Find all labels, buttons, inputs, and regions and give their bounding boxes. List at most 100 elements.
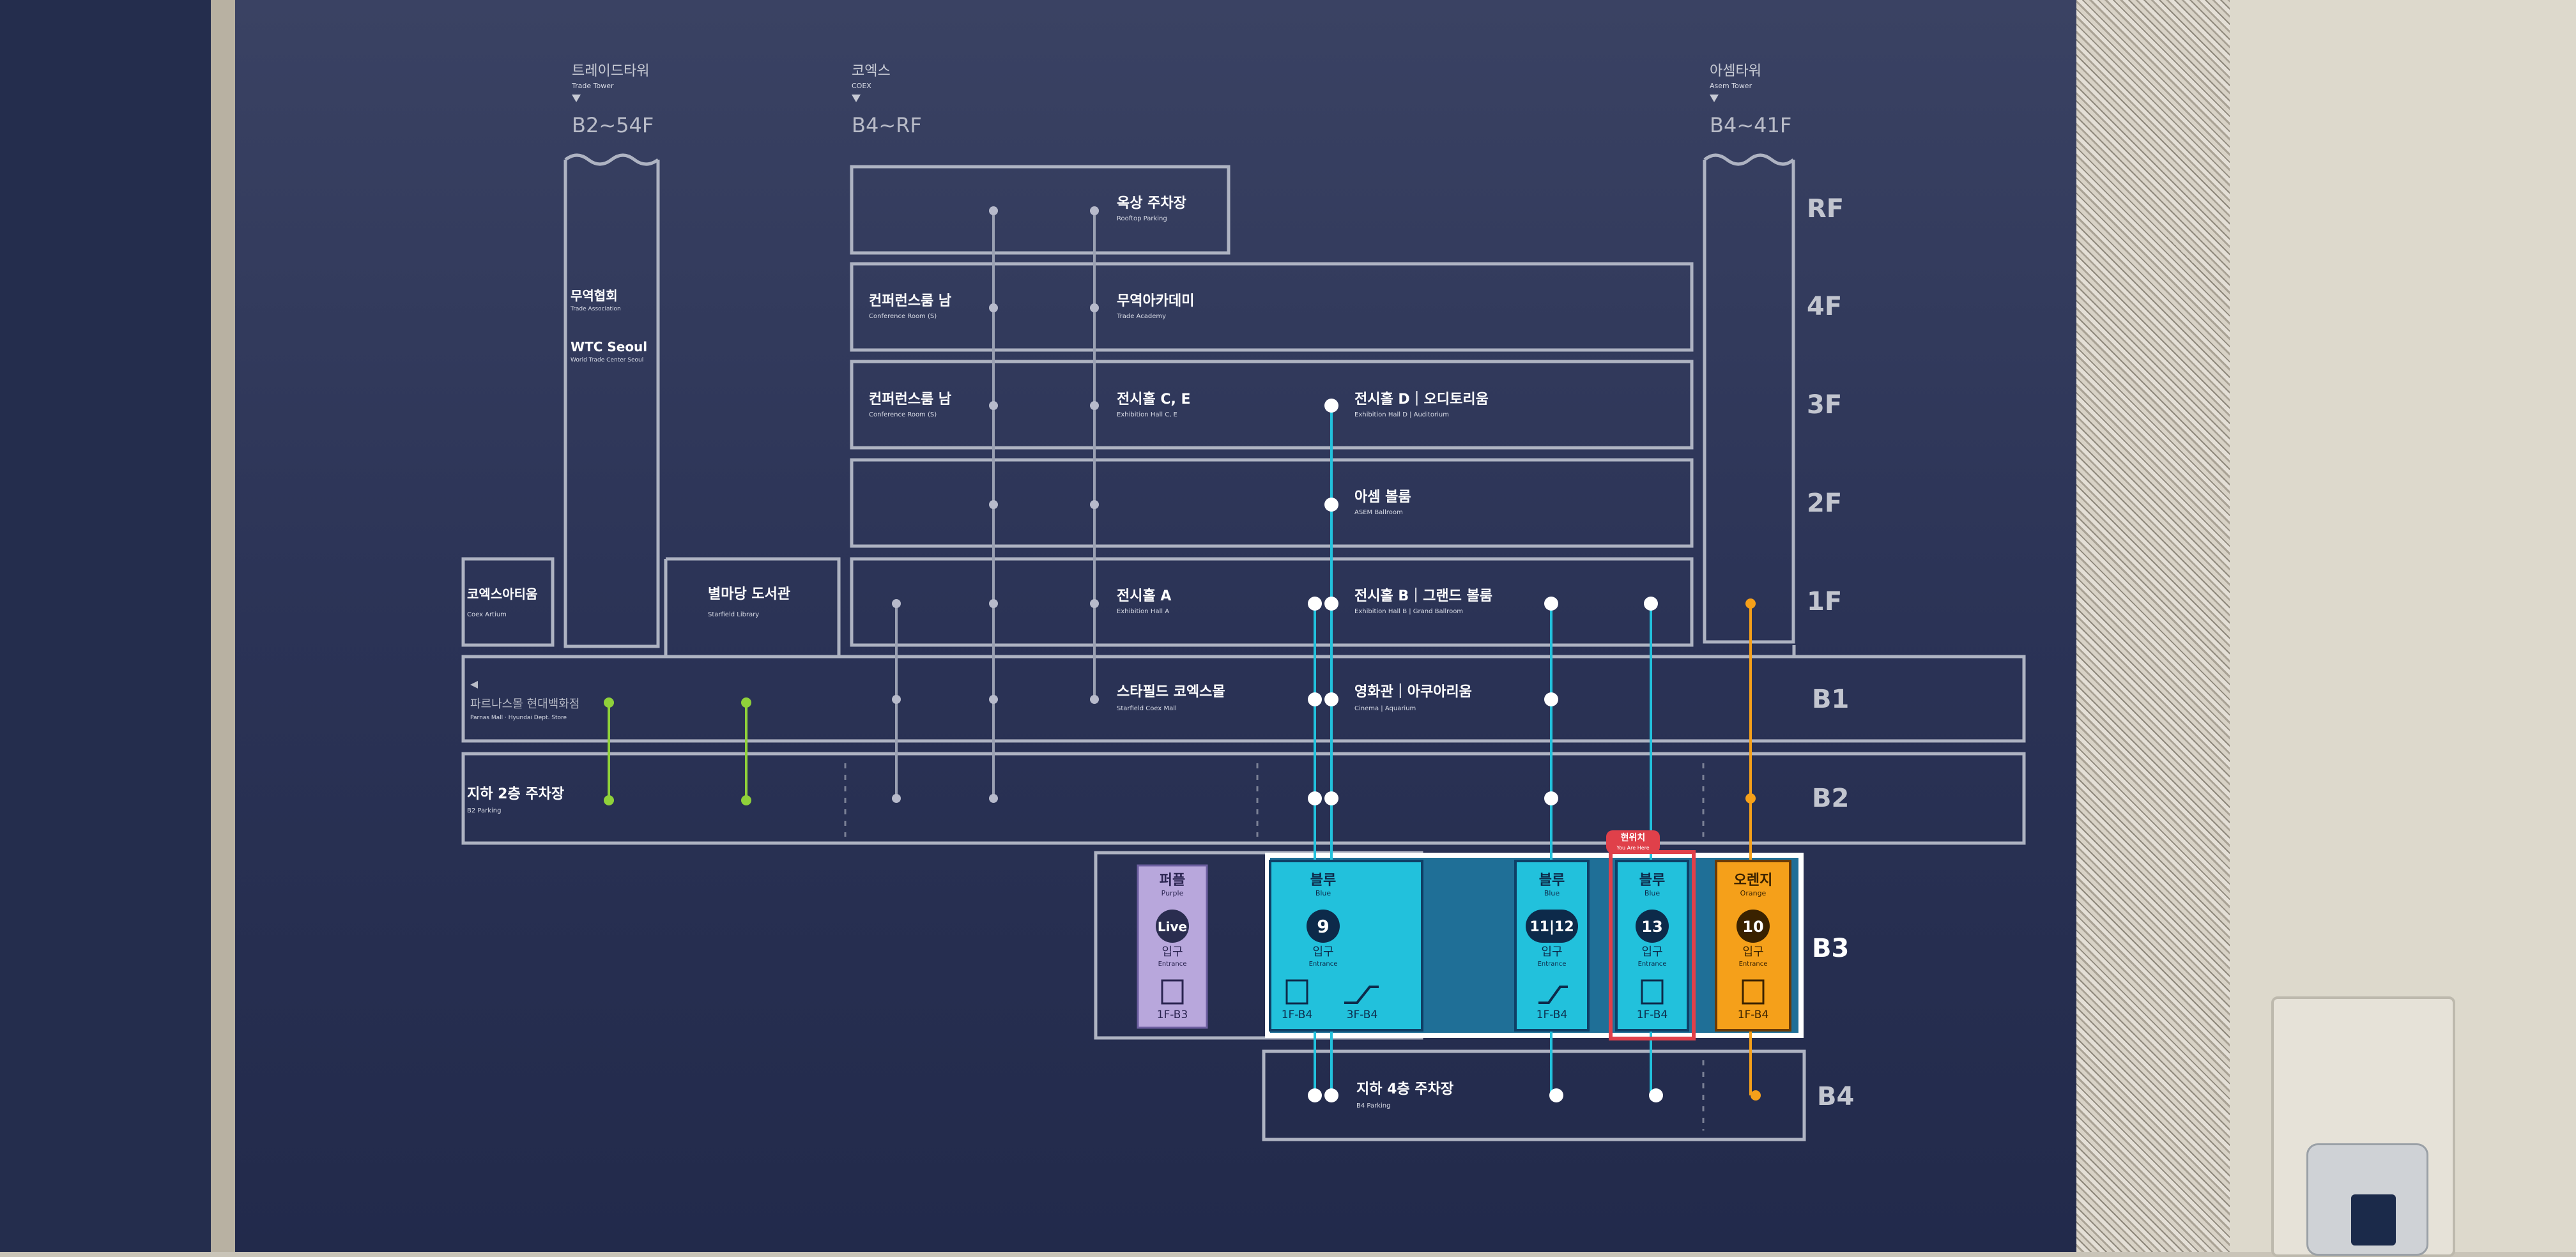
separators [844,763,1705,1131]
floor-labels: RF 4F 3F 2F 1F B1 B2 B3 B4 [1807,194,1854,1111]
svg-text:Entrance: Entrance [1538,961,1567,968]
svg-text:Entrance: Entrance [1158,961,1187,968]
svg-text:Entrance: Entrance [1309,961,1338,968]
escalator-icon [1344,986,1379,1004]
coex-floor-map: 트레이드타워 Trade Tower B2~54F 코엑스 COEX B4~RF… [235,0,2076,1252]
hall-d: 전시홀 D｜오디토리움 [1354,391,1489,408]
tower-asem: 아셈타워 Asem Tower B4~41F [1710,63,1791,137]
coex-artium: 코엑스아티움 [467,586,537,602]
entrance-purple-number: Live [1158,919,1187,934]
b2-parking: 지하 2층 주차장 [467,786,564,802]
svg-text:블루: 블루 [1639,872,1665,888]
connector-nodes [604,206,1761,1102]
wtc-seoul: WTC Seoul [571,339,647,354]
svg-text:Coex Artium: Coex Artium [467,611,507,618]
hall-a: 전시홀 A [1117,588,1171,604]
tower-trade: 트레이드타워 Trade Tower B2~54F [571,63,654,137]
entrance-11-12-number: 11|12 [1529,919,1574,935]
place-labels: 옥상 주차장 Rooftop Parking 컨퍼런스룸 남 Conferenc… [467,195,1492,1109]
floor-b4: B4 [1817,1082,1854,1111]
escalator-icon [1538,986,1568,1004]
left-arrow-icon [470,681,478,689]
tower-trade-name: 트레이드타워 [572,63,649,79]
b1-floor [461,655,2026,743]
svg-text:Starfield Coex Mall: Starfield Coex Mall [1117,705,1177,712]
svg-text:Parnas Mall · Hyundai Dept. St: Parnas Mall · Hyundai Dept. Store [470,715,567,721]
svg-text:입구: 입구 [1312,945,1333,959]
elevator-icon [1641,979,1664,1005]
entrance-orange-10: 오렌지 Orange 10 입구 Entrance 1F-B4 [1715,860,1791,1032]
svg-text:Entrance: Entrance [1739,961,1768,968]
conference-3f: 컨퍼런스룸 남 [869,392,951,408]
elevator-icon [1742,979,1765,1005]
wtc-assoc: 무역협회 [571,288,618,303]
b4-parking: 지하 4층 주차장 [1356,1081,1453,1097]
wtc-seoul-en: World Trade Center Seoul [571,357,643,363]
svg-text:Blue: Blue [1644,889,1660,897]
sign-frame [211,0,235,1252]
floor-b1: B1 [1812,685,1849,714]
b2-floor [461,752,2026,845]
svg-text:1F-B4: 1F-B4 [1537,1009,1568,1021]
svg-text:퍼플: 퍼플 [1160,872,1185,888]
elevator-icon [1285,979,1308,1005]
svg-text:입구: 입구 [1162,945,1183,959]
hall-ce: 전시홀 C, E [1117,391,1191,408]
tower-coex-range: B4~RF [852,113,922,137]
trade-tower-wave [564,153,659,166]
floor-3f: 3F [1807,390,1842,420]
svg-text:Conference Room (S): Conference Room (S) [869,313,937,320]
svg-text:1F-B4: 1F-B4 [1282,1009,1313,1021]
left-wall [0,0,211,1252]
tower-trade-range: B2~54F [572,113,654,137]
svg-text:Trade Academy: Trade Academy [1116,313,1166,320]
svg-text:Conference Room (S): Conference Room (S) [869,411,937,418]
wtc-assoc-en: Trade Association [570,306,621,312]
asem-tower-wave [1703,153,1795,166]
entrance-blue-11-12: 블루 Blue 11|12 입구 Entrance 1F-B4 [1514,860,1590,1032]
tower-asem-range: B4~41F [1710,113,1791,137]
floor-4f: 4F [1807,292,1842,321]
svg-text:3F-B4: 3F-B4 [1347,1009,1378,1021]
4f-block [850,262,1694,352]
b4-floor [1262,1049,1806,1141]
down-arrow-icon [852,95,861,102]
trade-academy: 무역아카데미 [1117,293,1194,309]
svg-text:1F-B4: 1F-B4 [1637,1009,1668,1021]
svg-text:B4 Parking: B4 Parking [1356,1102,1390,1109]
svg-text:블루: 블루 [1539,872,1565,888]
svg-text:입구: 입구 [1641,945,1662,959]
svg-text:Cinema | Aquarium: Cinema | Aquarium [1354,705,1416,712]
tower-asem-name: 아셈타워 [1710,63,1761,79]
entrance-purple: 퍼플 Purple Live 입구 Entrance 1F-B3 [1137,864,1208,1029]
down-arrow-icon [572,95,581,102]
atrium-block [461,557,555,647]
svg-text:입구: 입구 [1541,945,1562,959]
tower-trade-en: Trade Tower [571,82,614,90]
tower-coex: 코엑스 COEX B4~RF [852,63,922,137]
entrance-9-number: 9 [1317,916,1329,937]
svg-text:B2 Parking: B2 Parking [467,807,501,814]
you-are-here-label: 현위치 [1621,833,1646,843]
entrance-13-number: 13 [1641,918,1662,936]
floor-b2: B2 [1812,784,1849,813]
svg-text:1F-B4: 1F-B4 [1738,1009,1769,1021]
svg-text:1F-B3: 1F-B3 [1157,1009,1188,1021]
tower-asem-en: Asem Tower [1710,82,1752,90]
floor-1f: 1F [1807,587,1842,616]
starfield-library: 별마당 도서관 [708,586,790,602]
svg-text:Orange: Orange [1740,889,1767,897]
svg-text:Blue: Blue [1315,889,1331,897]
coex-mall: 스타필드 코엑스몰 [1117,684,1225,700]
tower-coex-name: 코엑스 [852,63,891,79]
down-arrow-icon [1710,95,1719,102]
tower-coex-en: COEX [852,82,871,90]
svg-text:ASEM Ballroom: ASEM Ballroom [1354,509,1403,516]
asem-tower-outline [1703,160,1795,644]
1f-block [850,557,1694,647]
2f-block [850,458,1694,548]
rooftop-parking: 옥상 주차장 [1117,195,1186,211]
svg-text:Exhibition Hall A: Exhibition Hall A [1117,608,1169,615]
hall-b: 전시홀 B｜그랜드 볼룸 [1354,588,1492,604]
entrance-10-number: 10 [1742,918,1763,936]
